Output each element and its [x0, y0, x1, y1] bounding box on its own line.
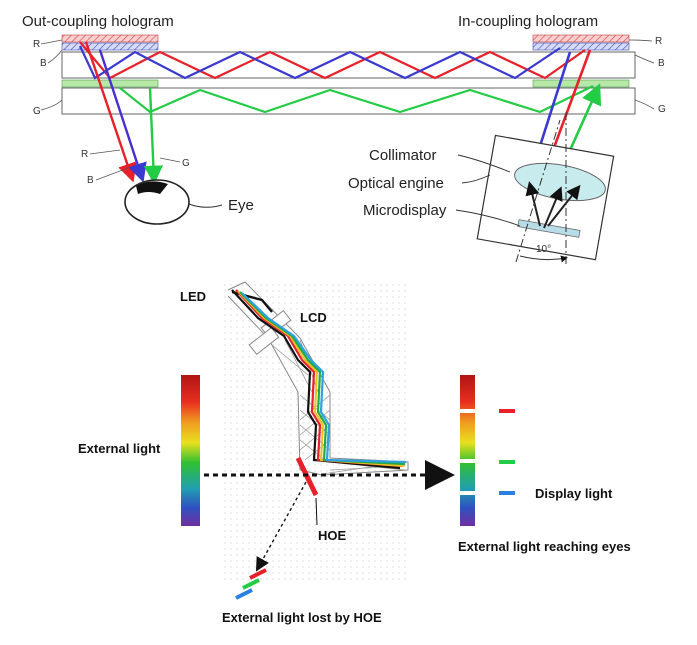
spectrum-gap-blue [460, 491, 475, 495]
out-coupling-hologram-red [61, 34, 159, 43]
layer-label-b-left: B [40, 58, 47, 69]
layer-label-r-right: R [655, 36, 662, 47]
eye-label: Eye [228, 197, 254, 214]
angle-label: 10° [536, 244, 551, 255]
waveguide-plate-rb [61, 51, 636, 79]
external-reaching-label: External light reaching eyes [458, 539, 631, 554]
zigzag-red-ray [79, 41, 586, 80]
external-lost-label: External light lost by HOE [222, 610, 382, 625]
in-coupling-hologram-green [532, 79, 630, 88]
external-light-spectrum [181, 375, 200, 526]
lost-green-dash [242, 578, 260, 590]
output-green-ray [143, 87, 163, 185]
output-red-ray [84, 41, 137, 183]
layer-label-r-left: R [33, 39, 40, 50]
ray-leader-r [89, 149, 121, 155]
leader-r-right [628, 39, 653, 42]
in-coupling-hologram-red [532, 34, 630, 43]
output-blue-ray [98, 49, 147, 183]
bottom-hoe-diagram: LED LCD HOE External light External ligh… [78, 281, 631, 625]
leader-g-right [634, 99, 655, 110]
led-label: LED [180, 289, 206, 304]
light-path-black [231, 289, 401, 470]
engine-ray-2 [543, 186, 563, 229]
in-coupling-hologram-blue [532, 42, 630, 51]
lcd-panel-2 [248, 326, 280, 356]
in-coupling-hologram-label: In-coupling hologram [458, 13, 598, 30]
ray-label-b: B [87, 175, 94, 186]
microdisplay-leader [455, 209, 521, 227]
light-guide-outline [227, 281, 409, 476]
ray-label-g: G [182, 158, 190, 169]
zigzag-blue-ray [79, 45, 561, 80]
zigzag-green-ray [119, 85, 594, 114]
microdisplay-label: Microdisplay [363, 202, 447, 219]
layer-label-g-right: G [658, 104, 666, 115]
optical-engine-label: Optical engine [348, 175, 444, 192]
leader-r-left [40, 39, 63, 45]
collimator-leader [457, 154, 511, 173]
engine-ray-1 [525, 181, 541, 227]
external-light-label: External light [78, 441, 161, 456]
lcd-label: LCD [300, 310, 327, 325]
layer-label-b-right: B [658, 58, 665, 69]
angle-arc [519, 255, 568, 263]
layer-label-g-left: G [33, 106, 41, 117]
collimator-label: Collimator [369, 147, 437, 164]
optical-engine-leader [461, 174, 491, 184]
leader-b-right [634, 54, 655, 64]
out-coupling-hologram-label: Out-coupling hologram [22, 13, 174, 30]
lost-blue-dash [235, 588, 253, 600]
eye-pupil [136, 181, 168, 194]
eye-leader [188, 203, 223, 208]
light-path-red [235, 289, 403, 468]
leader-g-left [40, 99, 63, 111]
light-path-green [239, 291, 406, 466]
reaching-eyes-spectrum [460, 375, 475, 526]
out-coupling-hologram-blue [61, 42, 159, 51]
engine-ray-3 [547, 184, 581, 227]
light-path-blue [241, 292, 407, 464]
ray-leader-g [159, 157, 181, 163]
ray-leader-b [95, 167, 129, 181]
optical-engine-box [476, 134, 615, 261]
leader-b-left [47, 49, 63, 64]
light-path-yellow [237, 290, 405, 467]
hoe-leader [315, 497, 318, 526]
ray-label-r: R [81, 149, 88, 160]
spectrum-gap-green [460, 459, 475, 463]
display-light-label: Display light [535, 486, 613, 501]
spectrum-gap-red [460, 409, 475, 413]
top-waveguide-diagram: Out-coupling hologram In-coupling hologr… [22, 13, 666, 264]
lost-light-arrow [255, 481, 307, 572]
optical-axis [515, 119, 561, 263]
hoe-label: HOE [318, 528, 347, 543]
lost-red-dash [249, 568, 267, 580]
